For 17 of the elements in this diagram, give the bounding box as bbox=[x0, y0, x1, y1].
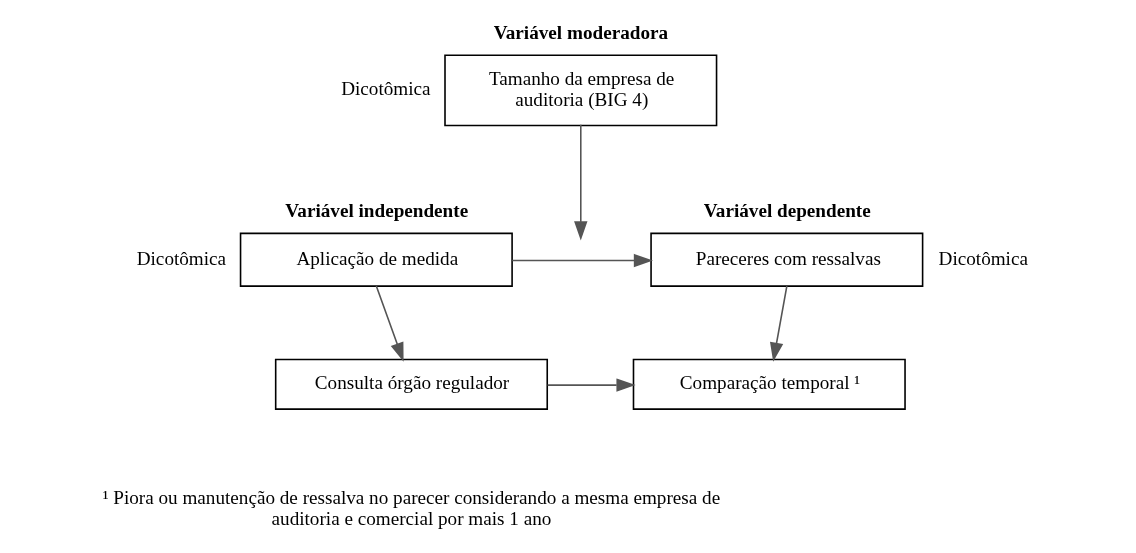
arrow bbox=[769, 285, 788, 362]
node-box: Comparação temporal ¹ bbox=[632, 358, 906, 410]
node-label: Dicotômica bbox=[938, 247, 1028, 269]
node-label: Variável moderadora bbox=[493, 21, 669, 43]
arrow bbox=[574, 123, 588, 241]
node-label: Variável dependente bbox=[703, 199, 871, 221]
arrow bbox=[375, 285, 404, 362]
node-box: Consulta órgão regulador bbox=[274, 358, 549, 410]
arrow bbox=[511, 253, 654, 268]
node-box: Tamanho da empresa de auditoria (BIG 4) bbox=[444, 54, 718, 127]
node-label: Dicotômica bbox=[341, 78, 431, 100]
label: ¹ Piora ou manutenção de ressalva no parecer considerando a mesma empresa de auditoria e comercial por mais 1 ano bbox=[102, 487, 721, 530]
node-label: Dicotômica bbox=[136, 247, 227, 269]
node-box: Aplicação de medida bbox=[239, 232, 513, 287]
arrow bbox=[546, 378, 636, 392]
node-label: Variável independente bbox=[285, 199, 469, 221]
node-box: Pareceres com ressalvas bbox=[650, 232, 924, 287]
